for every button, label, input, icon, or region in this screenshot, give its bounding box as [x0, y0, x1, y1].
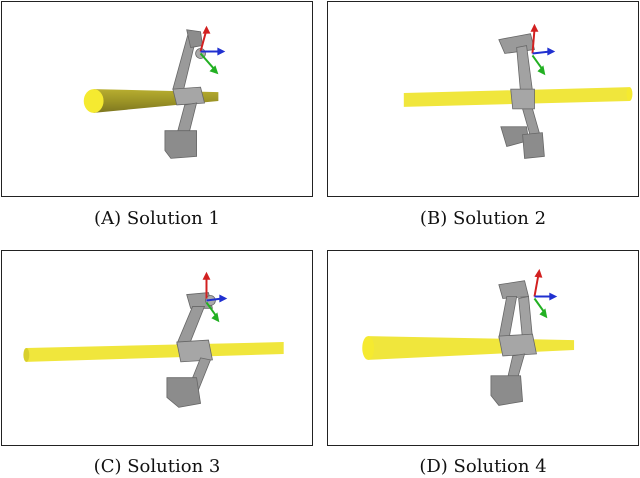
coordinate-axes	[533, 268, 558, 319]
caption-letter: C	[100, 456, 115, 477]
robot-arm	[164, 29, 206, 159]
cylinder-object	[362, 336, 575, 360]
caption-solution-1: (A) Solution 1	[94, 208, 220, 229]
coordinate-axes	[199, 25, 226, 75]
robot-arm	[498, 33, 545, 159]
robot-arm-render-3	[23, 271, 284, 408]
robot-arm	[490, 280, 537, 406]
caption-label: Solution 3	[127, 456, 221, 477]
figure-panel-solution-1	[1, 1, 313, 197]
caption-label: Solution 1	[126, 208, 220, 229]
caption-solution-2: (B) Solution 2	[419, 208, 547, 229]
cylinder-object	[23, 342, 284, 362]
robot-arm-render-2	[403, 23, 633, 159]
figure-panel-solution-2	[327, 1, 639, 197]
caption-label: Solution 2	[452, 208, 547, 229]
coordinate-axes	[202, 271, 228, 323]
caption-letter: D	[426, 456, 441, 477]
coordinate-axes	[530, 23, 556, 76]
figure-panel-solution-3	[1, 250, 313, 446]
robot-arm-render-1	[83, 25, 226, 159]
caption-letter: B	[426, 208, 441, 229]
caption-solution-4: (D) Solution 4	[419, 456, 547, 477]
robot-arm-render-4	[362, 268, 575, 406]
caption-letter: A	[101, 208, 115, 229]
caption-solution-3: (C) Solution 3	[93, 456, 221, 477]
figure-panel-solution-4	[327, 250, 639, 446]
caption-label: Solution 4	[453, 456, 547, 477]
